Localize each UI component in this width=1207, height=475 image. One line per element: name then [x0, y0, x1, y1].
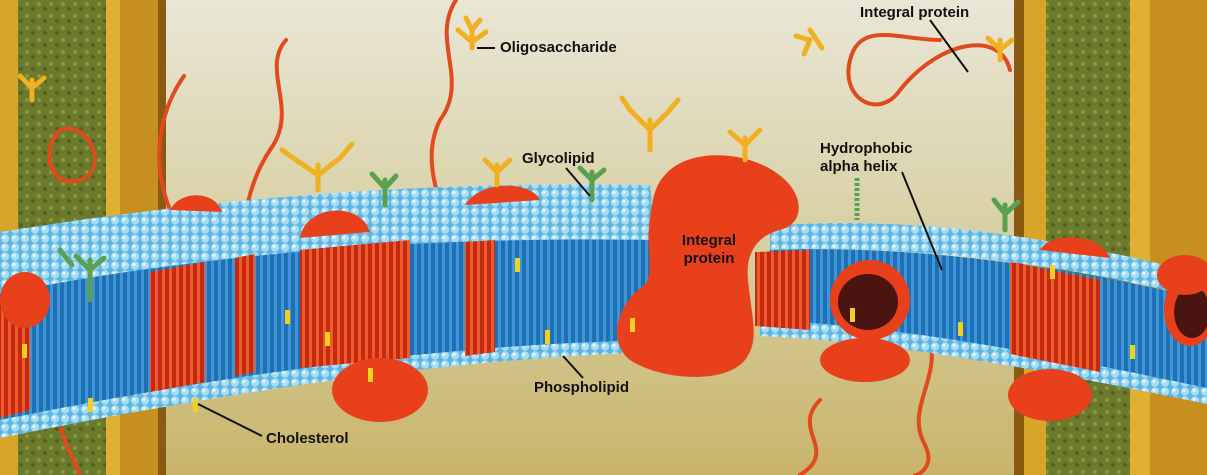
label-hydrophobic-line1: Hydrophobic: [820, 140, 913, 158]
label-cholesterol: Cholesterol: [266, 430, 349, 448]
label-hydrophobic-line2: alpha helix: [820, 158, 913, 176]
label-integral-center-line2: protein: [672, 250, 746, 268]
label-oligosaccharide: Oligosaccharide: [500, 39, 617, 57]
label-integral-protein-top: Integral protein: [860, 4, 969, 22]
label-glycolipid: Glycolipid: [522, 150, 595, 168]
label-phospholipid: Phospholipid: [534, 379, 629, 397]
label-integral-protein-center: Integral protein: [672, 232, 746, 268]
label-integral-center-line1: Integral: [672, 232, 746, 250]
label-hydrophobic-alpha-helix: Hydrophobic alpha helix: [820, 140, 913, 176]
